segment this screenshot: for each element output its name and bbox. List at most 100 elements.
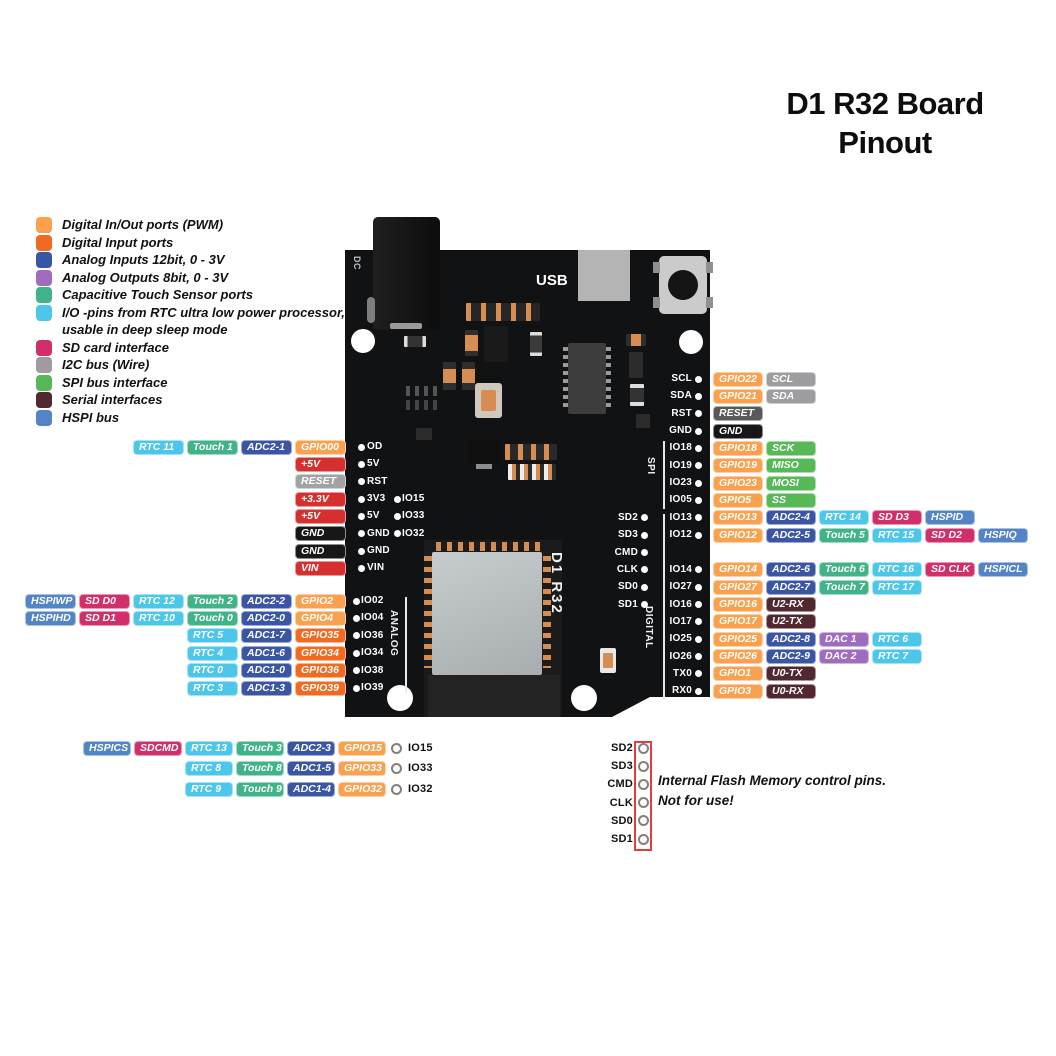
pin-badge-gpio12: GPIO12: [713, 527, 763, 543]
board-component: [432, 552, 542, 675]
flash-note: Internal Flash Memory control pins. Not …: [658, 771, 886, 811]
legend-swatch-dac: [36, 269, 52, 286]
legend-item-dac: Analog Outputs 8bit, 0 - 3V: [36, 269, 345, 287]
pin-badge-gpio13: GPIO13: [713, 510, 763, 526]
pin-badge-gpio23: GPIO23: [713, 475, 763, 491]
pin-badge-+5v: +5V: [295, 456, 346, 472]
pin-hole: [391, 763, 402, 774]
board-component: [543, 556, 551, 668]
board-pin-name: IO39: [361, 682, 384, 693]
board-component: [663, 514, 665, 700]
board-component: [462, 362, 475, 390]
board-pin-name: IO25: [669, 633, 692, 645]
board-component: [679, 330, 703, 354]
flash-note-line1: Internal Flash Memory control pins.: [658, 773, 887, 788]
pin-badge-u2-tx: U2-TX: [766, 614, 816, 630]
board-pin-name: IO32: [408, 782, 433, 795]
legend-item-pwm: Digital In/Out ports (PWM): [36, 216, 345, 234]
board-component: [387, 685, 413, 711]
board-pin-name: RST: [367, 475, 388, 487]
legend-item-rtc: I/O -pins from RTC ultra low power proce…: [36, 304, 345, 339]
pin-hole: [694, 514, 702, 522]
board-pin-name: IO36: [361, 629, 384, 641]
esp32-module-label: D1 R32: [548, 552, 565, 615]
pin-badge-gnd: GND: [295, 543, 346, 559]
flash-pins-highlight-box: [634, 741, 652, 851]
board-pin-name: SD3: [611, 760, 633, 773]
pin-badge-sd-clk: SD CLK: [925, 562, 975, 578]
legend-swatch-touch: [36, 287, 52, 303]
pin-badge-reset: RESET: [713, 406, 763, 422]
board-component: [626, 334, 646, 346]
board-pin-name: 5V: [367, 458, 380, 470]
flash-note-line2: Not for use!: [658, 793, 734, 808]
pin-hole: [357, 443, 365, 451]
pin-badge-sd-d1: SD D1: [79, 610, 130, 626]
legend-swatch-serial: [36, 392, 52, 408]
pin-badge-adc2-2: ADC2-2: [241, 593, 292, 609]
board-pin-name: CMD: [614, 546, 638, 558]
board-component: [476, 464, 492, 469]
pin-hole: [694, 566, 702, 574]
pin-hole: [393, 495, 401, 503]
board-component: [571, 685, 597, 711]
right-badge-row: GND: [713, 423, 763, 439]
board-pin-name: RX0: [671, 685, 692, 697]
legend-label: HSPI bus: [62, 409, 120, 425]
board-component: [663, 441, 665, 509]
board-component: [653, 262, 660, 273]
pin-badge-sck: SCK: [766, 440, 816, 456]
left-power-badge-row: RESET: [295, 474, 346, 490]
pin-hole: [357, 460, 365, 468]
pin-badge-hspid: HSPID: [925, 510, 975, 526]
legend-item-hspi: HSPI bus: [36, 409, 345, 427]
pin-badge-sda: SDA: [766, 388, 816, 404]
pin-badge-touch-8: Touch 8: [236, 761, 284, 776]
board-pin-name: IO19: [669, 459, 692, 471]
board-component: [706, 297, 713, 308]
pin-badge-miso: MISO: [766, 458, 816, 474]
board-pin-name: IO33: [402, 510, 425, 522]
pin-hole: [640, 583, 648, 591]
pin-hole: [694, 635, 702, 643]
pin-hole: [694, 583, 702, 591]
pin-hole: [391, 742, 402, 754]
legend-label: I2C bus (Wire): [62, 357, 150, 372]
pin-badge-adc2-9: ADC2-9: [766, 649, 816, 665]
pin-hole: [694, 531, 702, 539]
pin-badge-rtc-16: RTC 16: [872, 562, 922, 578]
legend-label-line2: usable in deep sleep mode: [62, 322, 228, 337]
board-pin-name: SD1: [617, 598, 638, 610]
legend-label: Digital Input ports: [62, 234, 174, 250]
legend-label: Analog Outputs 8bit, 0 - 3V: [62, 269, 229, 285]
pin-badge-rtc-4: RTC 4: [187, 645, 238, 661]
legend-swatch-pwm: [36, 217, 52, 233]
board-pin-name: IO23: [669, 477, 692, 489]
pin-badge-gpio35: GPIO35: [295, 628, 346, 644]
pin-hole: [637, 778, 649, 790]
board-component: [508, 464, 556, 480]
board-component: [606, 347, 611, 409]
left-power-badge-row: +3.3V: [295, 491, 346, 507]
left-power-badge-row: +5V: [295, 456, 346, 472]
legend-label: SPI bus interface: [62, 374, 168, 390]
pin-badge-adc1-3: ADC1-3: [241, 680, 292, 696]
pin-badge-adc2-7: ADC2-7: [766, 579, 816, 595]
pin-hole: [637, 742, 649, 754]
pin-hole: [352, 614, 360, 622]
pin-badge-rtc-10: RTC 10: [133, 610, 184, 626]
pin-badge-gpio00: GPIO00: [295, 439, 346, 455]
pin-badge-adc1-4: ADC1-4: [287, 781, 335, 797]
pin-hole: [694, 427, 702, 435]
board-pin-name: IO32: [402, 527, 425, 539]
